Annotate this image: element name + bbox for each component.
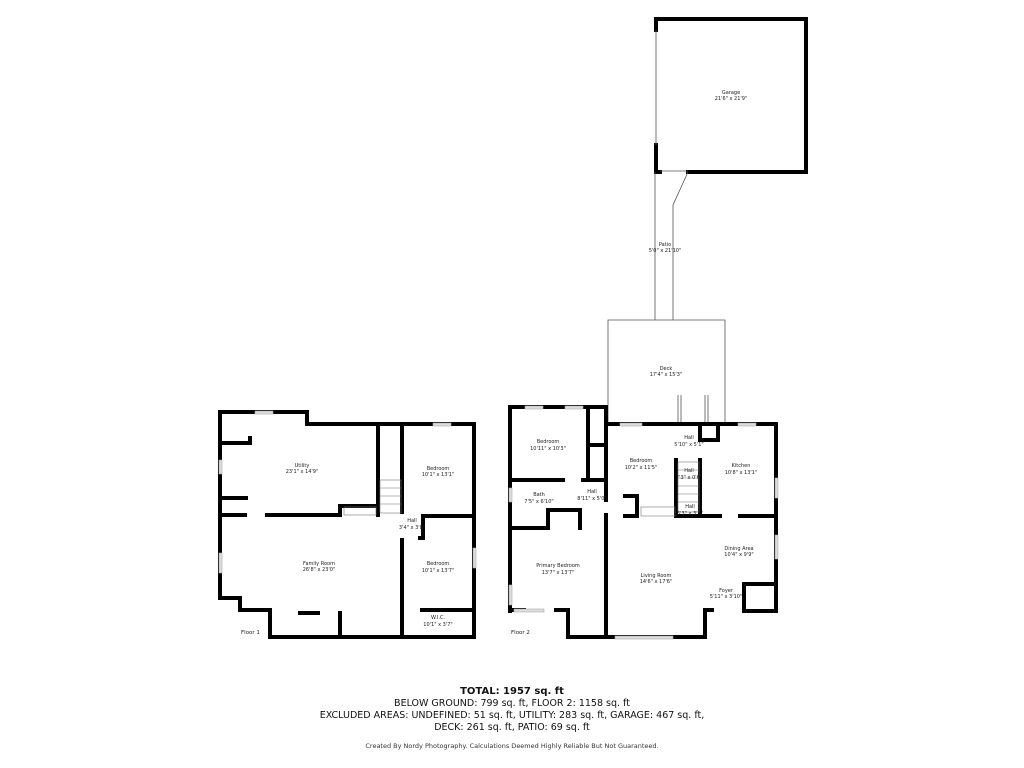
area-breakdown: BELOW GROUND: 799 sq. ft, FLOOR 2: 1158 …: [394, 698, 630, 709]
room-name: Bedroom: [630, 458, 653, 464]
room-name: Utility: [295, 463, 310, 469]
stairs: [640, 461, 700, 517]
room-name: Garage: [722, 90, 740, 96]
room-dims: 10'4" x 9'9": [724, 552, 753, 558]
credit-note: Created By Nordy Photography. Calculatio…: [365, 742, 659, 750]
garage: Garage 21'6" x 21'9": [654, 17, 808, 174]
room-name: Hall: [407, 518, 417, 524]
room-name: Bedroom: [427, 561, 450, 567]
stairs: [343, 479, 402, 516]
room-dims: 10'1" x 13'1": [422, 472, 455, 478]
room-name: Bedroom: [427, 466, 450, 472]
floor-2: Bedroom 10'11" x 10'3" Bedroom 10'2" x 1…: [508, 405, 779, 640]
room-name: Hall: [684, 435, 694, 441]
room-name: W.I.C.: [431, 615, 446, 621]
room-dims: 5'11" x 3'10": [710, 594, 743, 600]
room-name: Primary Bedroom: [536, 563, 580, 569]
room-name: Dining Area: [724, 546, 753, 552]
patio: Patio 5'0" x 21'10": [649, 171, 689, 320]
room-dims: 10'1" x 3'7": [423, 622, 452, 628]
room-dims: 10'11" x 10'3": [530, 446, 566, 452]
room-dims: 26'8" x 23'0": [303, 567, 336, 573]
room-name: Bedroom: [537, 439, 560, 445]
room-dims: 14'6" x 17'6": [640, 579, 673, 585]
room-dims: 23'1" x 14'9": [286, 469, 319, 475]
room-dims: 21'6" x 21'9": [715, 96, 748, 102]
floor-label: Floor 2: [511, 630, 530, 636]
room-dims: 7'3" x 0'6": [676, 475, 702, 481]
area-summary: TOTAL: 1957 sq. ft BELOW GROUND: 799 sq.…: [0, 686, 1024, 734]
room-name: Family Room: [303, 561, 335, 567]
room-name: Hall: [685, 504, 695, 510]
room-name: Bath: [533, 492, 545, 498]
room-name: Living Room: [641, 573, 672, 579]
room-dims: 5'0" x 21'10": [649, 248, 682, 254]
room-dims: 5'10" x 5'1": [674, 442, 703, 448]
room-name: Hall: [684, 468, 694, 474]
room-name: Foyer: [719, 588, 734, 594]
room-name: Hall: [587, 489, 597, 495]
room-dims: 3'4" x 3'8": [399, 525, 425, 531]
room-name: Deck: [660, 366, 673, 372]
room-dims: 13'7" x 13'7": [542, 570, 575, 576]
room-dims: 17'4" x 15'3": [650, 372, 683, 378]
room-dims: 10'1" x 13'7": [422, 568, 455, 574]
room-dims: 8'11" x 5'0": [577, 496, 606, 502]
deck: Deck 17'4" x 15'3": [607, 319, 726, 424]
total-area: TOTAL: 1957 sq. ft: [460, 686, 564, 697]
room-name: Kitchen: [732, 463, 751, 469]
room-dims: 6'3" x 3'5": [677, 511, 703, 517]
room-dims: 10'8" x 13'1": [725, 470, 758, 476]
room-dims: 10'2" x 11'5": [625, 465, 658, 471]
floor-label: Floor 1: [241, 630, 260, 636]
floor-1: Utility 23'1" x 14'9" Bedroom 10'1" x 13…: [218, 410, 477, 639]
excluded-areas-cont: DECK: 261 sq. ft, PATIO: 69 sq. ft: [434, 722, 590, 733]
excluded-areas: EXCLUDED AREAS: UNDEFINED: 51 sq. ft, UT…: [319, 710, 705, 721]
room-dims: 7'5" x 6'10": [524, 499, 553, 505]
room-name: Patio: [659, 242, 671, 248]
